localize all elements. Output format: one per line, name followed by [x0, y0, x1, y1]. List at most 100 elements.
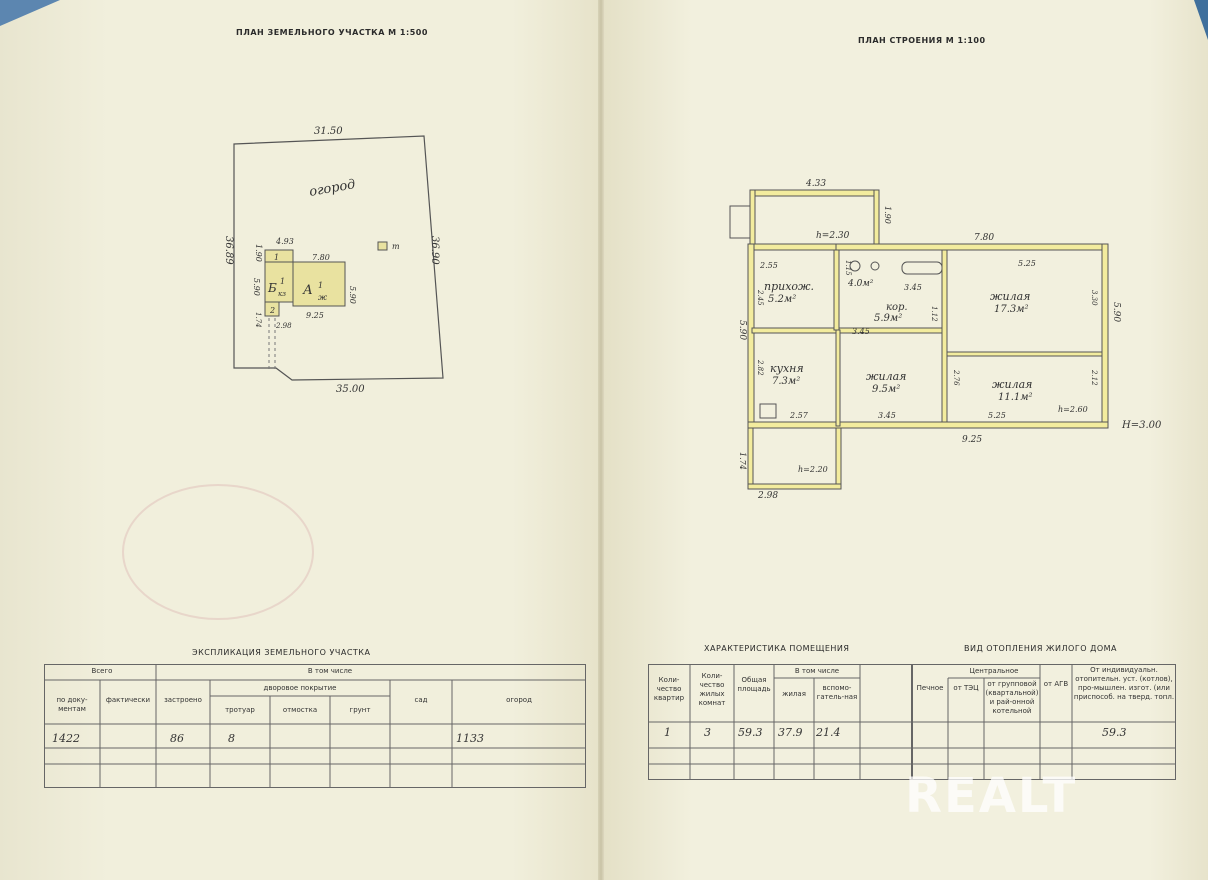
bp-dim-345b: 3.45	[852, 327, 870, 336]
room-living2-area: 9.5м²	[872, 384, 900, 395]
land-dim-house-left2: 1.90	[254, 244, 263, 262]
bp-dim-left-total: 5.90	[737, 320, 747, 340]
watermark-logo: REALT	[905, 768, 1078, 824]
col-rc-incl: В том числе	[794, 667, 840, 675]
room-bath-area: 4.0м²	[847, 279, 874, 289]
bldg-a-label: А	[302, 283, 313, 298]
col-blind-area: отмостка	[282, 706, 318, 714]
bp-h-total: H=3.00	[1121, 420, 1162, 431]
building-plan-drawing: 4.33 h=2.30 1.90 7.80 5.90 5.90 9.25 H=3…	[729, 179, 1162, 501]
bp-dim-255: 2.55	[759, 261, 778, 270]
col-living: жилая	[782, 690, 806, 698]
col-actual: фактически	[105, 696, 151, 704]
col-soil: грунт	[349, 706, 371, 714]
land-dim-house-top: 4.93	[275, 237, 294, 246]
bp-dim-282: 2.82	[756, 359, 764, 376]
bp-dim-245: 2.45	[756, 289, 764, 306]
val-auxiliary: 21.4	[816, 726, 841, 739]
val-total-area: 59.3	[738, 726, 763, 739]
land-dim-top: 31.50	[314, 126, 343, 137]
col-incl-header: В том числе	[307, 667, 353, 675]
land-explication-title: ЭКСПЛИКАЦИЯ ЗЕМЕЛЬНОГО УЧАСТКА	[192, 648, 371, 657]
room-kitchen-area: 7.3м²	[772, 376, 800, 387]
col-apartments: Коли-чество квартир	[653, 676, 685, 702]
col-total-header: Всего	[91, 667, 113, 675]
bp-dim-main-top: 7.80	[974, 233, 994, 243]
col-total-area: Общая площадь	[737, 676, 771, 693]
land-dim-shed-left: 1.74	[254, 312, 262, 328]
land-dim-left: 36.89	[223, 236, 234, 265]
val-living: 37.9	[778, 726, 803, 739]
bp-dim-330: 3.30	[1090, 290, 1098, 306]
room-living2-name: жилая	[866, 370, 906, 383]
col-by-docs: по доку-ментам	[56, 696, 88, 713]
val-rooms: 3	[704, 726, 711, 739]
col-chp: от ТЭЦ	[953, 684, 979, 692]
bp-dim-ext-h: h=2.30	[816, 231, 850, 241]
tag-t-label: т	[392, 242, 400, 251]
room-living3-area: 11.1м²	[998, 392, 1033, 403]
col-garden: огород	[506, 696, 532, 704]
bp-dim-115: 1.15	[844, 260, 852, 276]
background-corner	[0, 0, 60, 26]
col-group-boiler: от групповой (квартальной) и рай-онной к…	[985, 680, 1039, 715]
val-individual-heating: 59.3	[1102, 726, 1127, 739]
room-corridor-area: 5.9м²	[874, 313, 902, 324]
val-by-docs: 1422	[52, 732, 80, 745]
land-dim-shed-bottom: 2.98	[275, 322, 292, 330]
building-plan-title: ПЛАН СТРОЕНИЯ м 1:100	[858, 36, 986, 45]
bp-dim-top-ext: 4.33	[805, 179, 826, 189]
bp-dim-257: 2.57	[789, 411, 809, 420]
bldg-b-label: Б	[267, 281, 277, 295]
right-page	[602, 0, 1208, 880]
bp-dim-276: 2.76	[952, 369, 960, 386]
bldg-b-sub: кз	[278, 290, 286, 298]
bp-dim-porch-h: h=2.20	[798, 465, 828, 474]
val-built: 86	[170, 732, 184, 745]
bp-dim-ext-side: 1.90	[883, 206, 892, 224]
land-explication-grid	[44, 664, 586, 788]
bp-dim-right-total: 5.90	[1111, 302, 1121, 322]
room-chars-title: ХАРАКТЕРИСТИКА ПОМЕЩЕНИЯ	[704, 644, 850, 653]
col-agv: от АГВ	[1043, 680, 1069, 688]
bp-dim-porch-left: 1.74	[738, 452, 747, 470]
page-fold	[598, 0, 604, 880]
land-dim-house-left: 5.90	[252, 278, 261, 296]
room-living1-area: 17.3м²	[994, 304, 1029, 315]
col-auxiliary: вспомо-гатель-ная	[816, 684, 858, 701]
col-rooms: Коли-чество жилых комнат	[698, 672, 726, 707]
bp-dim-345c: 3.45	[878, 411, 896, 420]
land-dim-house-right: 5.90	[348, 286, 357, 304]
room-living1-name: жилая	[990, 290, 1030, 303]
room-kitchen-name: кухня	[770, 362, 804, 375]
room-corridor-name: кор.	[886, 302, 908, 313]
bp-dim-bottom-total: 9.25	[962, 435, 982, 445]
garden-label: огород	[308, 177, 357, 200]
heating-title: ВИД ОТОПЛЕНИЯ ЖИЛОГО ДОМА	[964, 644, 1117, 653]
background-corner	[1194, 0, 1208, 40]
bp-dim-345a: 3.45	[904, 283, 922, 292]
bldg-a-frac: 1	[318, 281, 323, 290]
bldg-2-label: 2	[269, 306, 275, 315]
bldg-a-sub: ж	[318, 293, 327, 302]
val-garden: 1133	[456, 732, 484, 745]
land-dim-right: 36.90	[429, 236, 440, 265]
bp-dim-h260: h=2.60	[1058, 405, 1088, 414]
bldg-1-label: 1	[274, 253, 279, 262]
bp-dim-525a: 5.25	[1018, 259, 1036, 268]
room-living3-name: жилая	[992, 378, 1032, 391]
bp-dim-112: 1.12	[930, 306, 938, 322]
val-sidewalk: 8	[228, 732, 235, 745]
col-yard-header: дворовое покрытие	[263, 684, 337, 692]
val-apartments: 1	[664, 726, 671, 739]
col-sidewalk: тротуар	[225, 706, 255, 714]
col-built: застроено	[164, 696, 202, 704]
faded-stamp	[122, 484, 314, 620]
col-individual: От индивидуальн. отопительн. уст. (котло…	[1073, 666, 1175, 701]
col-orchard: сад	[414, 696, 428, 704]
room-chars-grid	[648, 664, 1176, 780]
bp-dim-212: 2.12	[1090, 369, 1098, 386]
bp-dim-525b: 5.25	[988, 411, 1006, 420]
land-plan-drawing: 31.50 35.00 36.89 36.90 огород 4.93 7.80…	[223, 126, 444, 395]
land-plan-title: ПЛАН ЗЕМЕЛЬНОГО УЧАСТКА м 1:500	[236, 28, 428, 37]
